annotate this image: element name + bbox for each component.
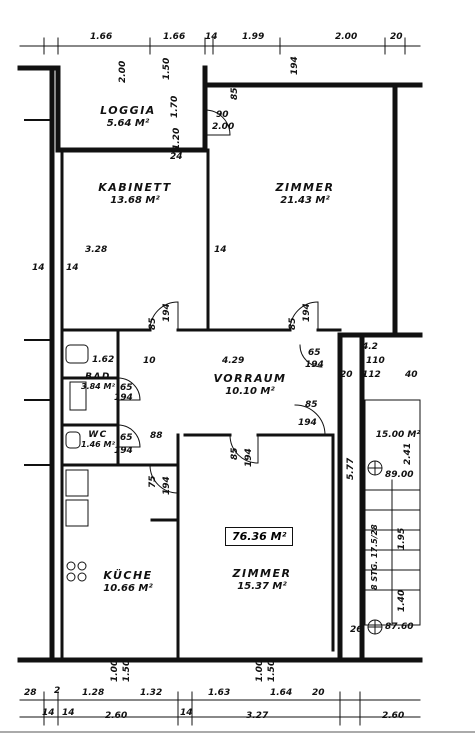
room-zimmer-top: ZIMMER 21.43 M²	[275, 181, 335, 206]
dim-label: 1.20	[172, 127, 182, 150]
dim-label: 40	[405, 370, 418, 380]
dim-label: 4.29	[222, 356, 245, 366]
dim-label: 88	[150, 431, 163, 441]
dim-label: 1.50	[267, 659, 277, 682]
door-dim: 85	[230, 87, 240, 100]
room-area: 10.66 M²	[103, 582, 153, 594]
dim-label: 3.27	[246, 711, 269, 721]
room-area: 15.00 M²	[375, 430, 421, 440]
dim-label: 2.41	[403, 442, 413, 465]
door-dim: 194	[290, 56, 300, 75]
dim-label: 1.00	[255, 659, 265, 682]
room-vorraum: VORRAUM 10.10 M²	[213, 372, 287, 397]
door-dim: 194	[162, 476, 172, 495]
room-area: 3.84 M²	[81, 382, 115, 392]
room-name: KÜCHE	[103, 569, 153, 582]
door-dim: 65	[120, 383, 133, 393]
door-dim: 194	[305, 360, 324, 370]
dim-label: 1.66	[90, 32, 113, 42]
dim-label: 2.00	[118, 60, 128, 83]
dim-label: 2	[54, 686, 61, 696]
dim-label: 1.00	[110, 659, 120, 682]
dim-label: 1.63	[208, 688, 231, 698]
room-kueche: KÜCHE 10.66 M²	[103, 569, 153, 594]
room-name: BAD	[85, 372, 111, 382]
room-area: 1.46 M²	[81, 440, 115, 450]
dim-label: 90	[216, 110, 229, 120]
room-area: 21.43 M²	[280, 194, 330, 206]
dim-label: 14	[32, 263, 45, 273]
dim-label: 14	[214, 245, 227, 255]
door-dim: 75	[148, 475, 158, 488]
dim-label: 2.00	[335, 32, 358, 42]
dim-label: 110	[366, 356, 385, 366]
room-area: 13.68 M²	[110, 194, 160, 206]
dim-label: 1.64	[270, 688, 293, 698]
dim-label: 2.60	[382, 711, 405, 721]
door-dim: 194	[162, 303, 172, 322]
dim-label: 8 STG. 17.5/28	[370, 524, 379, 590]
dim-label: 1.99	[242, 32, 265, 42]
door-dim: 194	[298, 418, 317, 428]
dim-label: 10	[143, 356, 156, 366]
dim-label: 112	[362, 370, 381, 380]
dim-label: 14	[62, 708, 75, 718]
dim-label: 1.95	[397, 527, 407, 550]
room-name: ZIMMER	[232, 567, 292, 580]
dim-label: 14	[205, 32, 218, 42]
room-name: LOGGIA	[100, 104, 156, 117]
door-dim: 85	[305, 400, 318, 410]
dim-label: 14	[42, 708, 55, 718]
dim-label: 5.77	[346, 457, 356, 480]
door-dim: 194	[244, 448, 254, 467]
room-name: KABINETT	[98, 181, 172, 194]
dim-label: 1.40	[397, 589, 407, 612]
dim-label: 26	[350, 625, 363, 635]
dim-label: 3.28	[85, 245, 108, 255]
room-wc: WC 1.46 M²	[81, 430, 115, 450]
door-dim: 85	[230, 447, 240, 460]
dim-label: 2.00	[212, 122, 235, 132]
door-dim: 65	[308, 348, 321, 358]
dim-label: 1.50	[162, 57, 172, 80]
dim-label: 2.60	[105, 711, 128, 721]
room-neighbor: 15.00 M²	[376, 430, 421, 440]
dim-label: 1.70	[170, 95, 180, 118]
door-dim: 194	[114, 393, 133, 403]
door-dim: 65	[120, 433, 133, 443]
room-zimmer-bottom: ZIMMER 15.37 M²	[232, 567, 292, 592]
dim-label: 20	[312, 688, 325, 698]
dim-label: 89.00	[385, 470, 414, 480]
dim-label: 1.32	[140, 688, 163, 698]
dim-label: 1.62	[92, 355, 115, 365]
dim-label: 28	[24, 688, 37, 698]
room-area: 10.10 M²	[225, 385, 275, 397]
room-bad: BAD 3.84 M²	[81, 372, 115, 392]
door-dim: 194	[302, 303, 312, 322]
room-name: ZIMMER	[275, 181, 335, 194]
room-name: VORRAUM	[213, 372, 287, 385]
dim-label: 4.2	[362, 342, 378, 352]
room-name: WC	[88, 430, 108, 440]
dim-label: 14	[66, 263, 79, 273]
dim-label: 1.28	[82, 688, 105, 698]
door-dim: 85	[288, 317, 298, 330]
dim-label: 20	[390, 32, 403, 42]
door-dim: 194	[114, 446, 133, 456]
total-area-box: 76.36 M²	[225, 527, 294, 546]
dim-label: 24	[170, 152, 183, 162]
room-loggia: LOGGIA 5.64 M²	[100, 104, 156, 129]
room-kabinett: KABINETT 13.68 M²	[98, 181, 172, 206]
dim-label: 87.60	[385, 622, 414, 632]
dim-label: 1.66	[163, 32, 186, 42]
dim-label: 1.50	[122, 659, 132, 682]
dim-label: 14	[180, 708, 193, 718]
door-dim: 85	[148, 317, 158, 330]
dim-label: 20	[340, 370, 353, 380]
room-area: 15.37 M²	[237, 580, 287, 592]
room-area: 5.64 M²	[106, 117, 150, 129]
